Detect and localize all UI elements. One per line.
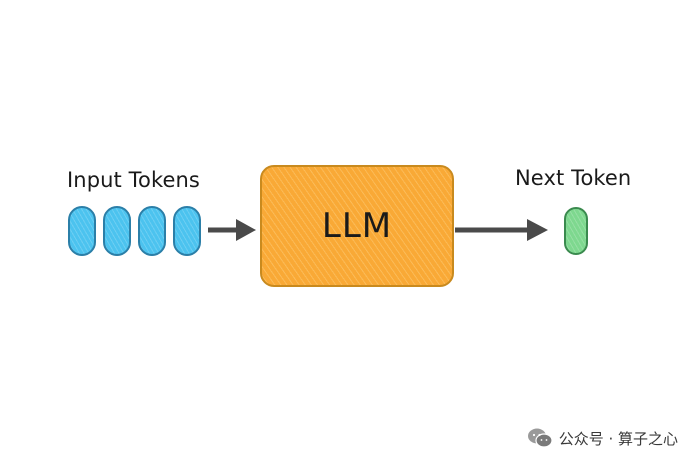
- llm-box: LLM: [260, 165, 454, 287]
- input-tokens-label: Input Tokens: [67, 168, 200, 192]
- input-arrow: [208, 219, 256, 241]
- input-token: [68, 206, 96, 256]
- input-token: [138, 206, 166, 256]
- output-arrow: [455, 219, 548, 241]
- next-token-label: Next Token: [515, 166, 632, 190]
- watermark: 公众号 · 算子之心: [527, 427, 678, 449]
- input-token: [103, 206, 131, 256]
- output-token: [564, 207, 588, 255]
- watermark-text: 公众号 · 算子之心: [558, 429, 678, 448]
- llm-label: LLM: [321, 206, 393, 246]
- wechat-icon: [527, 428, 553, 448]
- input-token: [173, 206, 201, 256]
